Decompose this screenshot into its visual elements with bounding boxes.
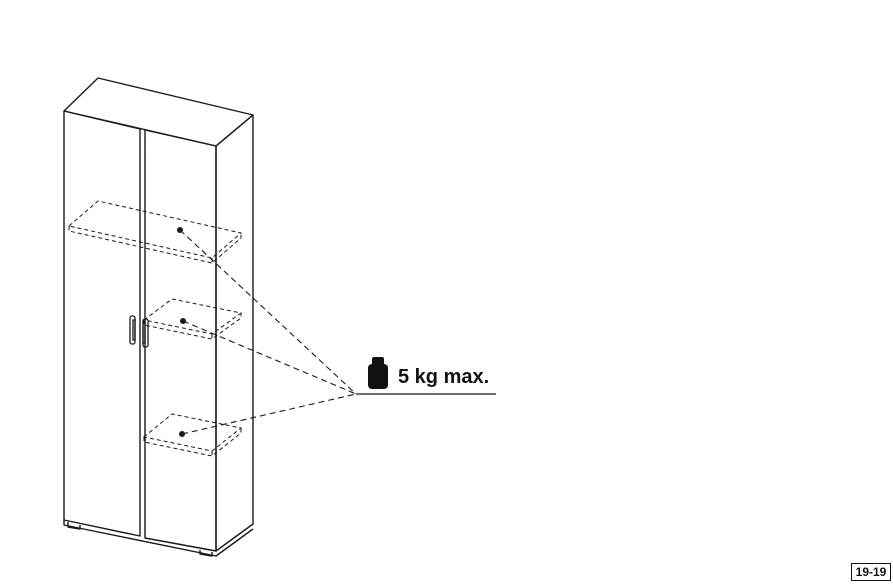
cabinet-side [215, 114, 254, 552]
load-limit-label: 5 kg max. [398, 366, 490, 388]
shelf-top [67, 200, 243, 259]
load-points [177, 227, 186, 437]
leader-lines [179, 229, 357, 435]
cabinet-feet [67, 522, 81, 530]
cabinet-base [63, 520, 254, 557]
left-door [63, 110, 141, 537]
right-door [144, 129, 217, 552]
shelves [67, 200, 243, 457]
cabinet-top [63, 77, 254, 147]
weight-icon [368, 357, 388, 389]
shelf-bottom [142, 413, 243, 452]
page-code: 19-19 [851, 563, 891, 581]
